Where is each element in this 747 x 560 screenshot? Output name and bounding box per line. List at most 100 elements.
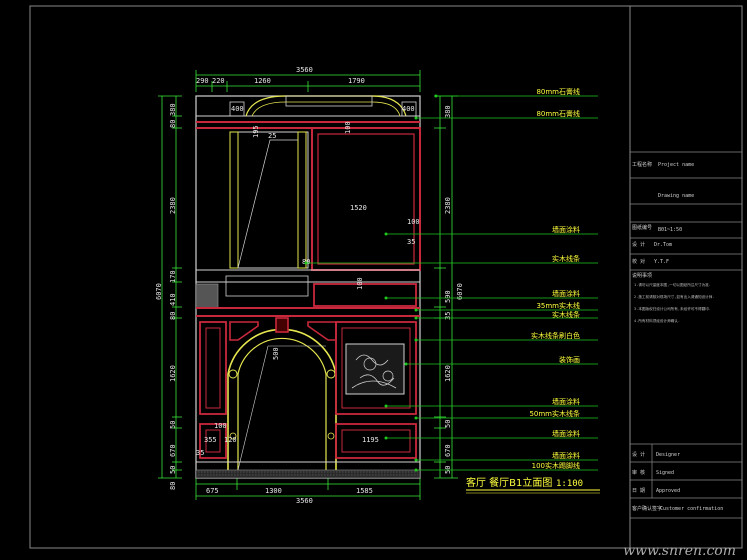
tb-notes: 1.请勿以尺量度本图,一切以图纸所注尺寸为准. 2.施工前请核对现场尺寸,如有出… bbox=[634, 282, 715, 323]
tb-label-3: 设 计 bbox=[632, 241, 645, 248]
title-block-border bbox=[629, 5, 743, 549]
bottom-dim-1: 1300 bbox=[265, 487, 282, 495]
leader-lines bbox=[306, 95, 598, 471]
annotation-6: 实木线条 bbox=[552, 310, 580, 319]
right-dim-3: 35 bbox=[444, 312, 452, 320]
tb-signoff-value-0: Designer bbox=[656, 452, 680, 458]
tb-signoff-value-2: Approved bbox=[656, 488, 680, 494]
annotation-9: 墙面涂料 bbox=[552, 397, 580, 406]
inner-dim-14: 35 bbox=[196, 449, 204, 457]
annotation-4: 墙面涂料 bbox=[552, 289, 580, 298]
tb-signoff-value-1: Signed bbox=[656, 470, 674, 476]
inner-dim-9: 100 bbox=[356, 277, 364, 290]
inner-dim-0: 400 bbox=[231, 105, 244, 113]
top-total-dim: 3560 bbox=[296, 66, 313, 74]
annotation-13: 100实木踢脚线 bbox=[532, 461, 580, 470]
inner-dim-1: 400 bbox=[402, 105, 415, 113]
left-dim-7: 50 bbox=[169, 421, 177, 429]
annotation-12: 墙面涂料 bbox=[552, 451, 580, 460]
top-dim-3: 1790 bbox=[348, 77, 365, 85]
right-dim-1: 2380 bbox=[444, 197, 452, 214]
drawing-title: 客厅 餐厅B1立面图 bbox=[466, 476, 552, 489]
annotation-labels: 80mm石膏线 80mm石膏线 墙面涂料 实木线条 墙面涂料 35mm实木线 实… bbox=[529, 87, 580, 470]
right-dim-0: 380 bbox=[444, 105, 452, 118]
inner-dim-7: 35 bbox=[407, 238, 415, 246]
bottom-dim-0: 675 bbox=[206, 487, 219, 495]
painting-panel bbox=[335, 321, 417, 415]
watermark: www.snren.com bbox=[623, 543, 736, 559]
inner-dim-4: 100 bbox=[344, 121, 352, 134]
annotation-5: 35mm实木线 bbox=[536, 301, 580, 310]
tb-signoff-label-1: 审 核 bbox=[632, 469, 645, 476]
middle-panel bbox=[313, 283, 417, 307]
tb-label-2: 图纸编号 bbox=[632, 224, 652, 231]
right-dim-6: 670 bbox=[444, 444, 452, 457]
annotation-8: 装饰画 bbox=[559, 355, 580, 364]
arch-inner bbox=[237, 337, 327, 478]
left-dim-6: 1620 bbox=[169, 365, 177, 382]
skirting bbox=[195, 469, 421, 479]
left-dimensions: 6070 380 80 2380 170 410 80 1620 50 670 … bbox=[155, 95, 182, 490]
inner-dimensions: 400 400 195 25 100 1520 100 35 80 100 50… bbox=[196, 105, 420, 457]
title-block: 工程名称 Project name Drawing name 图纸编号 B01~… bbox=[630, 151, 742, 519]
drawing-title-block: 客厅 餐厅B1立面图 1:100 bbox=[466, 476, 600, 494]
upper-panel bbox=[311, 127, 421, 271]
drawing-scale: 1:100 bbox=[556, 479, 583, 489]
tb-note-2: 3.本图版权归设计公司所有,未经许可不得翻印. bbox=[634, 306, 711, 311]
tb-label-4: 校 对 bbox=[632, 258, 645, 265]
arch-outer bbox=[227, 328, 337, 478]
bottom-dimensions: 675 1300 1585 3560 bbox=[195, 478, 421, 505]
inner-dim-10: 500 bbox=[272, 347, 280, 360]
tb-signoff-label-2: 日 期 bbox=[632, 488, 645, 494]
tb-value-0: Project name bbox=[658, 162, 694, 168]
tb-label-0: 工程名称 bbox=[632, 161, 652, 168]
tb-value-1: Drawing name bbox=[658, 193, 694, 199]
left-dim-3: 170 bbox=[169, 270, 177, 283]
annotation-3: 实木线条 bbox=[552, 254, 580, 263]
annotation-11: 墙面涂料 bbox=[552, 429, 580, 438]
left-dim-10: 80 bbox=[169, 482, 177, 490]
bottom-total-dim: 3560 bbox=[296, 497, 313, 505]
tb-note-3: 4.所有材料须经设计师确认. bbox=[634, 318, 680, 323]
inner-dim-2: 195 bbox=[252, 125, 260, 138]
tb-value-2: B01~1:50 bbox=[658, 227, 682, 233]
bottom-dim-2: 1585 bbox=[356, 487, 373, 495]
right-dim-5: 50 bbox=[444, 420, 452, 428]
right-dim-2: 590 bbox=[444, 290, 452, 303]
arch-keystone bbox=[275, 317, 289, 333]
elevation bbox=[195, 95, 421, 479]
top-dimensions: 3560 290 220 1260 1790 bbox=[195, 66, 421, 92]
left-dim-5: 80 bbox=[169, 312, 177, 320]
tb-value-4: Y.T.F bbox=[654, 259, 669, 265]
annotation-0: 80mm石膏线 bbox=[536, 87, 580, 96]
left-dim-4: 410 bbox=[169, 293, 177, 306]
left-dim-1: 80 bbox=[169, 120, 177, 128]
left-total-dim: 6070 bbox=[155, 283, 163, 300]
annotation-10: 50mm实木线条 bbox=[529, 409, 580, 418]
right-dim-4: 1620 bbox=[444, 365, 452, 382]
top-dim-0: 290 bbox=[196, 77, 209, 85]
tb-value-3: Dr.Tom bbox=[654, 242, 672, 248]
inner-dim-15: 1195 bbox=[362, 436, 379, 444]
left-dim-2: 2380 bbox=[169, 197, 177, 214]
inner-dim-3: 25 bbox=[268, 132, 276, 140]
tb-note-0: 1.请勿以尺量度本图,一切以图纸所注尺寸为准. bbox=[634, 282, 711, 287]
right-dimensions: 380 2380 590 35 1620 50 670 50 6070 bbox=[434, 95, 464, 479]
right-total-dim: 6070 bbox=[456, 283, 464, 300]
inner-dim-13: 120 bbox=[224, 436, 237, 444]
top-dim-1: 220 bbox=[212, 77, 225, 85]
annotation-2: 墙面涂料 bbox=[552, 225, 580, 234]
left-dim-8: 670 bbox=[169, 444, 177, 457]
left-dim-0: 380 bbox=[169, 103, 177, 116]
leader-dots bbox=[304, 94, 438, 472]
left-dim-9: 50 bbox=[169, 466, 177, 474]
tb-footer-label: 客户确认签字 bbox=[632, 505, 662, 512]
inner-dim-5: 1520 bbox=[350, 204, 367, 212]
tb-label-5: 说明事项 bbox=[632, 272, 652, 279]
inner-dim-6: 100 bbox=[407, 218, 420, 226]
tb-note-1: 2.施工前请核对现场尺寸,如有出入请通知设计师. bbox=[634, 294, 715, 299]
tb-signoff-label-0: 设 计 bbox=[632, 451, 645, 458]
annotation-7: 实木线条刷白色 bbox=[531, 331, 580, 340]
inner-dim-12: 355 bbox=[204, 436, 217, 444]
